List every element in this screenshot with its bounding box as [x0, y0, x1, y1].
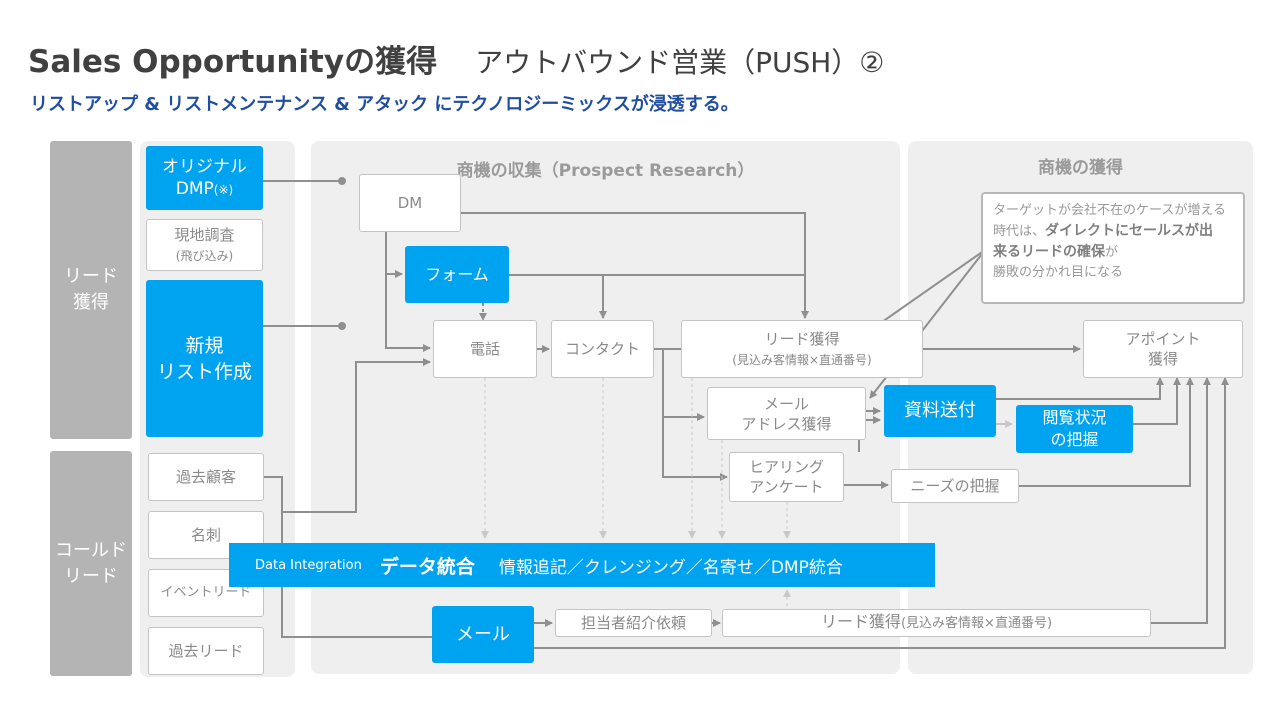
- note-line1: ターゲットが会社不在のケースが増える: [993, 203, 1226, 218]
- note-line3b: が: [1105, 245, 1119, 260]
- lead-acquisition-label: リード 獲得: [50, 141, 132, 439]
- materials-sent-box: 資料送付: [884, 385, 996, 437]
- page-title-sub: アウトバウンド営業（PUSH）②: [475, 46, 885, 79]
- phone-box: 電話: [433, 320, 537, 378]
- lead-acquired-line1: リード獲得: [764, 329, 840, 348]
- integration-jp: データ統合: [379, 555, 475, 578]
- insight-note: ターゲットが会社不在のケースが増える 時代は、ダイレクトにセールスが出 来るリー…: [981, 192, 1245, 304]
- referral-request-box: 担当者紹介依頼: [555, 609, 712, 637]
- lead-acquired-bottom-line2: (見込み客情報×直通番号): [900, 616, 1053, 631]
- lead-acquired-bottom-line1: リード獲得: [820, 612, 901, 631]
- field-survey-line2: (飛び込み): [175, 248, 234, 263]
- mail-box: メール: [432, 606, 534, 663]
- data-integration-bar: Data Integration データ統合 情報追記／クレンジング／名寄せ／D…: [229, 543, 935, 587]
- field-survey-line1: 現地調査: [174, 225, 235, 244]
- page-subtitle: リストアップ & リストメンテナンス & アタック にテクノロジーミックスが浸透…: [30, 94, 739, 115]
- original-dmp-mark: (※): [213, 182, 234, 197]
- note-line2a: 時代は、: [993, 224, 1046, 239]
- integration-desc: 情報追記／クレンジング／名寄せ／DMP統合: [498, 557, 843, 578]
- lead-acquired-line2: (見込み客情報×直通番号): [732, 352, 872, 367]
- event-leads-box: イベントリード: [148, 569, 264, 617]
- acquisition-section-title: 商機の獲得: [1038, 158, 1123, 178]
- mail-address-box: メール アドレス獲得: [707, 387, 866, 440]
- appointment-box: アポイント 獲得: [1083, 320, 1243, 378]
- lead-acquired-box: リード獲得 (見込み客情報×直通番号): [681, 320, 923, 378]
- form-box: フォーム: [405, 246, 509, 303]
- hearing-survey-box: ヒアリング アンケート: [729, 452, 844, 502]
- lead-acquired-bottom-box: リード獲得(見込み客情報×直通番号): [722, 609, 1151, 637]
- page-title: Sales Opportunityの獲得アウトバウンド営業（PUSH）②: [28, 44, 885, 80]
- past-leads-box: 過去リード: [148, 627, 264, 675]
- note-line4: 勝敗の分かれ目になる: [993, 265, 1124, 280]
- note-line3a: 来るリードの確保: [993, 244, 1105, 260]
- new-list-box: 新規 リスト作成: [146, 280, 263, 437]
- original-dmp-line2: DMP: [175, 178, 214, 199]
- past-customers-box: 過去顧客: [148, 453, 264, 501]
- cold-lead-label: コールド リード: [50, 451, 132, 676]
- dm-box: DM: [359, 174, 461, 232]
- integration-en: Data Integration: [255, 557, 362, 573]
- contact-box: コンタクト: [551, 320, 654, 378]
- needs-grasp-box: ニーズの把握: [891, 469, 1019, 503]
- note-line2b: ダイレクトにセールスが出: [1045, 223, 1214, 239]
- field-survey-box: 現地調査 (飛び込み): [146, 219, 263, 271]
- collection-section-title: 商機の収集（Prospect Research）: [456, 161, 755, 181]
- original-dmp-line1: オリジナル: [162, 156, 247, 177]
- browsing-status-box: 閲覧状況 の把握: [1016, 405, 1133, 453]
